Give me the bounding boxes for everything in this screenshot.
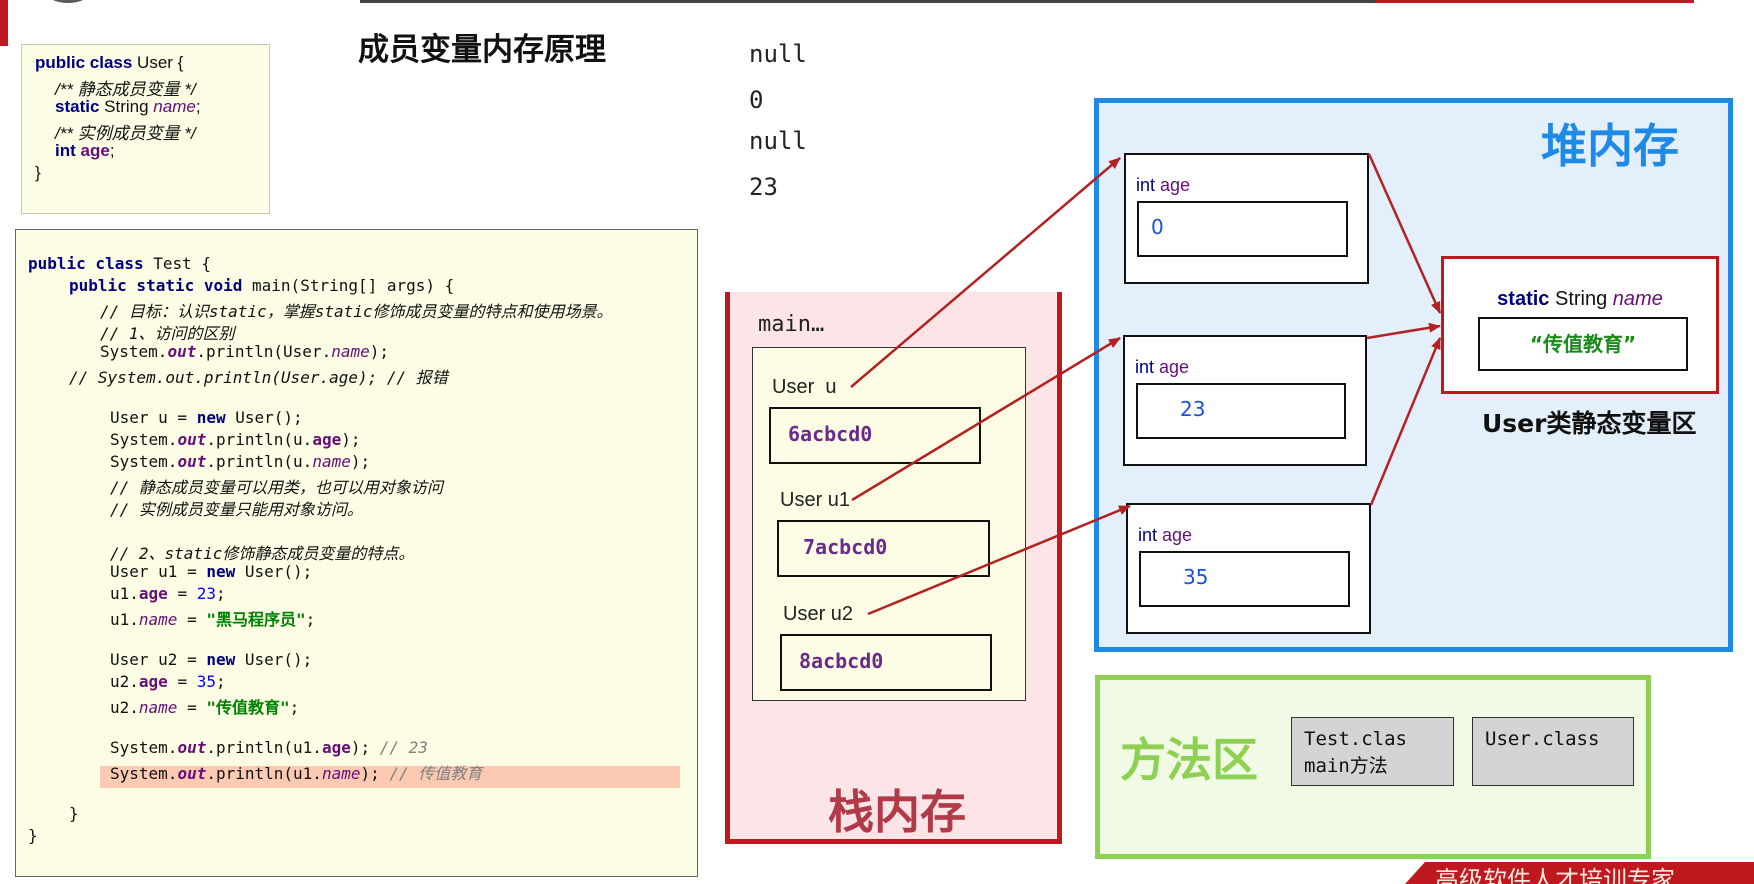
heap-object: int age 35	[1126, 503, 1371, 634]
output-line: null	[749, 127, 807, 155]
arrow-object-to-static	[1369, 337, 1442, 506]
output-line: null	[749, 40, 807, 68]
code-line: u1.age = 23;	[110, 584, 226, 603]
heap-object: int age 0	[1124, 153, 1369, 284]
page-title: 成员变量内存原理	[358, 32, 606, 68]
code-line: public static void main(String[] args) {	[69, 276, 455, 295]
code-line: u2.age = 35;	[110, 672, 226, 691]
code-line: }	[35, 163, 41, 182]
stack-memory-label: 栈内存	[828, 785, 966, 839]
code-line: u1.name = "黑马程序员";	[110, 610, 316, 629]
code-line: int age;	[55, 141, 115, 160]
object-field-value: 23	[1136, 383, 1346, 439]
code-line: System.out.println(User.name);	[100, 342, 389, 361]
object-field-value: 0	[1137, 201, 1348, 257]
code-comment: // 静态成员变量可以用类，也可以用对象访问	[110, 478, 443, 497]
footer-banner: 高级软件人才培训专家	[1405, 862, 1754, 884]
static-variable-area: static String name “传值教育”	[1441, 256, 1719, 394]
stack-var-label: User u2	[783, 603, 854, 625]
object-field-value: 35	[1139, 551, 1350, 607]
class-box: User.class	[1472, 717, 1634, 786]
stack-border-cap	[1057, 292, 1062, 300]
code-line: System.out.println(u1.age); // 23	[110, 738, 428, 757]
static-area-caption: User类静态变量区	[1482, 409, 1697, 438]
stack-ref-box: 8acbcd0	[780, 634, 992, 691]
stack-ref-box: 7acbcd0	[777, 520, 990, 577]
code-line: User u2 = new User();	[110, 650, 313, 669]
code-line: public class User {	[35, 53, 184, 72]
object-field-label: int age	[1138, 525, 1193, 545]
code-line: System.out.println(u.name);	[110, 452, 371, 471]
user-class-code: public class User { /** 静态成员变量 */ static…	[21, 44, 270, 214]
logo-shape	[28, 0, 108, 3]
stack-border-cap	[725, 292, 730, 300]
slide-marker	[0, 0, 8, 46]
header-divider-accent	[1376, 0, 1694, 3]
code-comment: // 实例成员变量只能用对象访问。	[110, 500, 363, 519]
stack-ref-box: 6acbcd0	[769, 407, 981, 464]
object-field-label: int age	[1135, 357, 1190, 377]
stack-var-label: User u1	[780, 489, 851, 511]
test-class-code: public class Test { public static void m…	[15, 229, 698, 877]
code-comment: // System.out.println(User.age); // 报错	[69, 368, 448, 387]
static-field-value: “传值教育”	[1478, 317, 1688, 371]
output-line: 23	[749, 173, 778, 201]
arrow-object-to-static	[1367, 153, 1442, 314]
code-comment: /** 静态成员变量 */	[55, 80, 196, 99]
object-field-label: int age	[1136, 175, 1191, 195]
code-line: }	[28, 826, 38, 845]
code-line: public class Test {	[28, 254, 212, 273]
static-field-label: static String name	[1497, 288, 1663, 310]
heap-memory-label: 堆内存	[1541, 119, 1679, 173]
heap-object: int age 23	[1123, 335, 1367, 466]
header-divider	[360, 0, 1376, 3]
code-line: }	[69, 804, 79, 823]
code-line: u2.name = "传值教育";	[110, 698, 300, 717]
class-box: Test.clas main方法	[1291, 717, 1454, 786]
code-line: System.out.println(u.age);	[110, 430, 361, 449]
code-line: User u1 = new User();	[110, 562, 313, 581]
code-comment: // 目标：认识static，掌握static修饰成员变量的特点和使用场景。	[100, 302, 613, 321]
arrow-u-to-object	[850, 157, 1121, 388]
arrow-object-to-static	[1366, 322, 1441, 340]
code-comment: // 2、static修饰静态成员变量的特点。	[110, 544, 415, 563]
highlighted-line	[100, 766, 680, 788]
method-area-label: 方法区	[1120, 733, 1258, 787]
stack-var-label: User u	[772, 376, 837, 398]
code-comment: /** 实例成员变量 */	[55, 124, 196, 143]
main-frame-label: main…	[758, 312, 825, 337]
output-line: 0	[749, 86, 764, 114]
arrow-u1-to-object	[851, 336, 1121, 502]
arrow-u2-to-object	[867, 504, 1131, 616]
footer-slogan: 高级软件人才培训专家	[1435, 866, 1675, 884]
code-comment: // 1、访问的区别	[100, 324, 235, 343]
code-line: System.out.println(u1.name); // 传值教育	[110, 764, 483, 783]
code-line: static String name;	[55, 97, 201, 116]
code-line: User u = new User();	[110, 408, 303, 427]
